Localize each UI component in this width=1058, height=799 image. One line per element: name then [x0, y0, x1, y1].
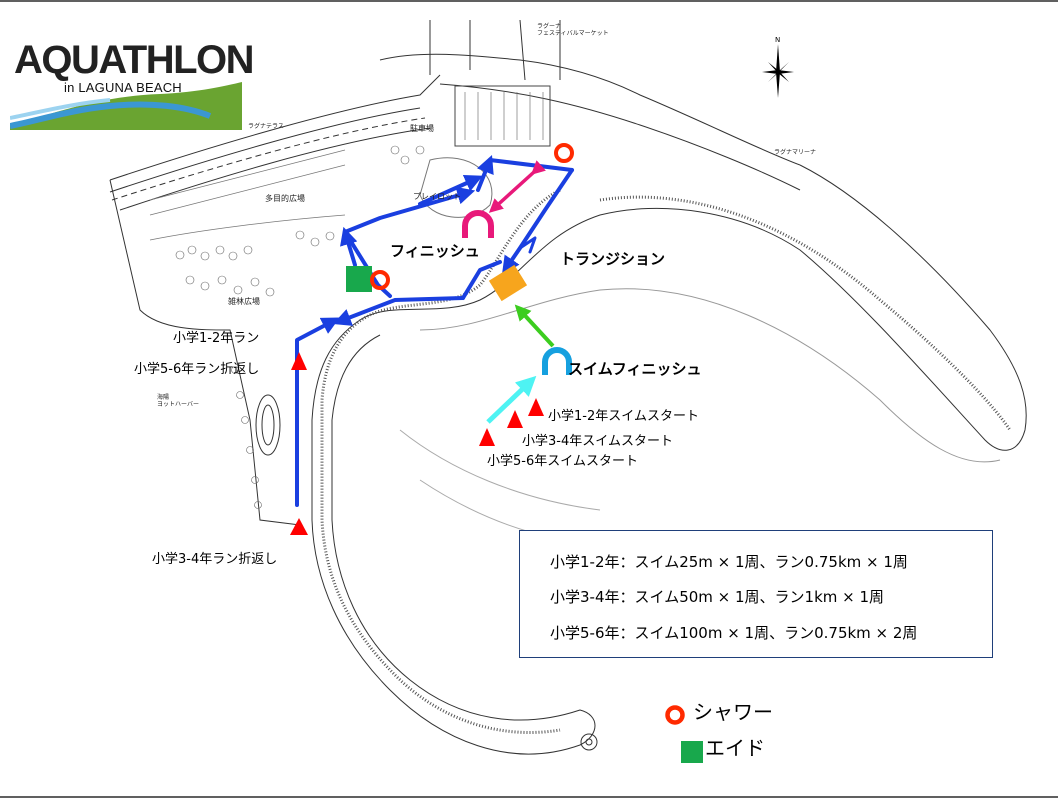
base-map [109, 19, 1027, 755]
finish-arrow [488, 160, 546, 213]
marina-label: ラグナマリーナ [774, 149, 817, 156]
plaza-label: 多目的広場 [265, 194, 305, 203]
finish-arch-icon [462, 210, 494, 238]
swim-arrow [486, 375, 537, 424]
swim-start-56-label: 小学5-6年スイムスタート [487, 454, 638, 469]
terrace-label: ラグナテラス [248, 123, 284, 130]
aquathlon-logo: AQUATHLON in LAGUNA BEACH [10, 34, 255, 130]
legend-aid-icon [681, 741, 703, 763]
shower-icon [370, 143, 574, 290]
swim-finish-arch-icon [542, 347, 572, 375]
legend-shower-label: シャワー [693, 700, 773, 724]
turn-cone-icon [290, 352, 544, 535]
swim-start-34-label: 小学3-4年スイムスタート [522, 434, 673, 449]
info-line-56: 小学5-6年：スイム100m × 1周、ラン0.75km × 2周 [550, 624, 918, 642]
logo-subtitle: in LAGUNA BEACH [64, 80, 182, 95]
compass-north-icon: N [762, 36, 794, 98]
aid-station-icon [346, 266, 372, 292]
run-12-label: 小学1-2年ラン [173, 331, 260, 346]
yacht-harbor-label: 海陽 ヨットハーバー [157, 394, 199, 409]
transition-label: トランジション [560, 250, 666, 268]
logo-wave-icon [10, 82, 242, 130]
distance-info-box: 小学1-2年：スイム25m × 1周、ラン0.75km × 1周 小学3-4年：… [519, 530, 993, 658]
swim-finish-label: スイムフィニッシュ [568, 360, 702, 378]
play-lot-label: プレイロット [413, 192, 461, 201]
run-34-turn-label: 小学3-4年ラン折返し [152, 552, 278, 567]
info-line-12: 小学1-2年：スイム25m × 1周、ラン0.75km × 1周 [550, 553, 908, 571]
run-56-turn-label: 小学5-6年ラン折返し [134, 362, 260, 377]
logo-title: AQUATHLON [14, 38, 255, 82]
legend-aid-label: エイド [705, 736, 765, 760]
legend-shower-icon [665, 705, 685, 725]
transition-box [488, 264, 528, 302]
forest-plaza-label: 雑林広場 [228, 297, 260, 306]
run-route [295, 154, 574, 507]
finish-label: フィニッシュ [390, 242, 480, 260]
swim-start-12-label: 小学1-2年スイムスタート [548, 409, 699, 424]
transition-arrow [514, 304, 555, 348]
festival-market-label: ラグーナ フェスティバルマーケット [537, 23, 609, 38]
info-line-34: 小学3-4年：スイム50m × 1周、ラン1km × 1周 [550, 588, 885, 606]
parking-label: 駐車場 [410, 124, 434, 133]
svg-text:N: N [775, 36, 780, 44]
